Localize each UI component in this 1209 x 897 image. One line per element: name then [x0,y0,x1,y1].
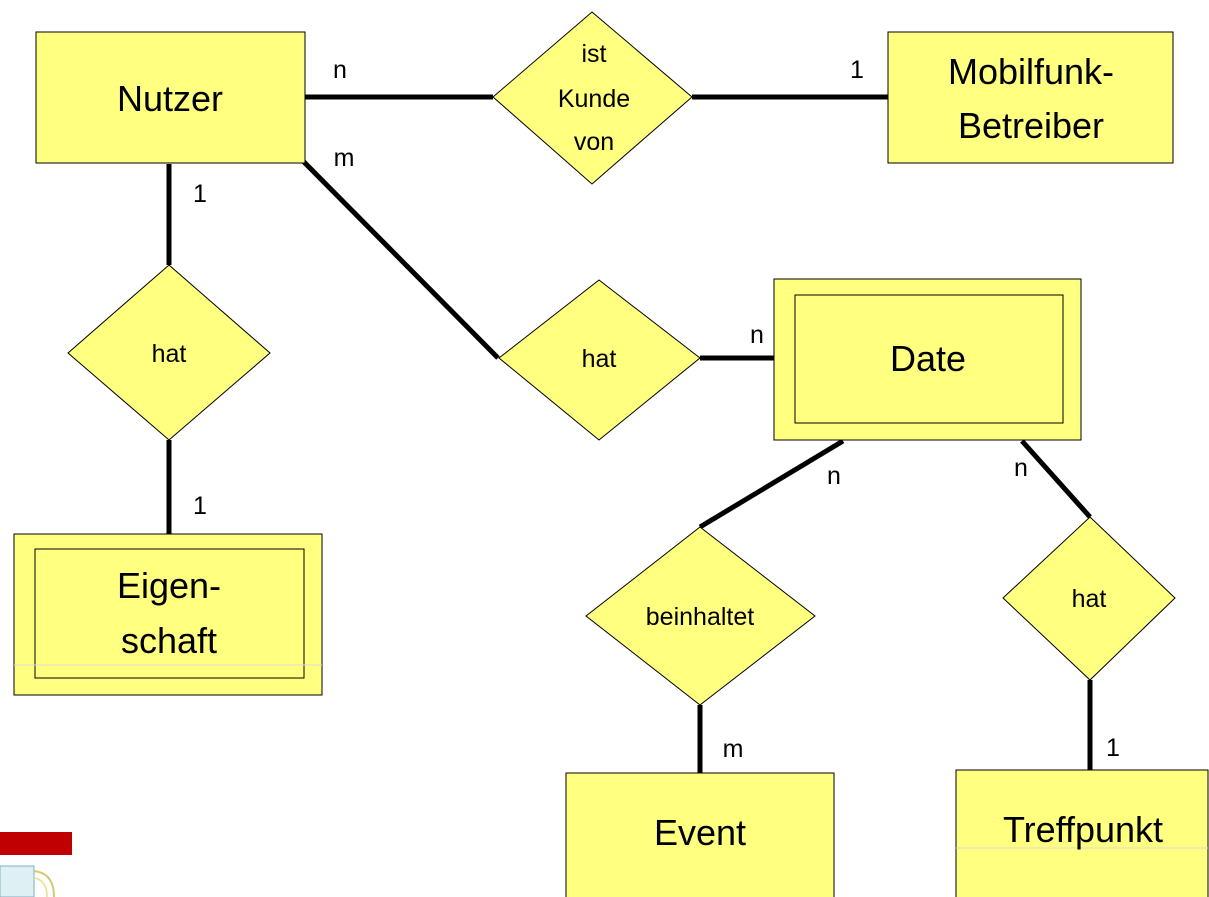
entity-eigenschaft-label-line1: Eigen- [117,565,221,606]
entity-nutzer: Nutzer [35,31,306,164]
rel-ist-kunde-line3: von [574,128,614,156]
line-date-hat-treffpunkt [1020,439,1092,519]
entity-mobilfunk-label-line1: Mobilfunk- [948,51,1114,92]
entity-date-label: Date [890,338,966,379]
card-nutzer-date: m [334,144,355,172]
red-accent-bar [0,832,72,855]
card-betreiber-kunde: 1 [850,56,864,84]
weak-entity-eigenschaft: Eigen- schaft [13,533,323,696]
rel-ist-kunde-line2: Kunde [558,85,630,113]
weak-entity-date: Date [773,278,1082,441]
card-nutzer-kunde: n [333,56,347,84]
card-event-beinhaltet: m [723,735,744,763]
relationship-hat-eigenschaft: hat [67,264,271,441]
entity-treffpunkt: Treffpunkt [955,769,1209,897]
entity-treffpunkt-label: Treffpunkt [1003,809,1163,850]
card-date-hat: n [750,321,764,349]
line-nutzer-hat-date [301,159,500,360]
entity-event: Event [565,772,835,897]
card-date-treffpunkt: n [1014,454,1028,482]
entity-nutzer-label: Nutzer [117,78,223,119]
rel-ist-kunde-line1: ist [582,40,607,68]
rel-hat-treffpunkt-label: hat [1072,585,1107,613]
card-date-event: n [827,462,841,490]
relationship-hat-date: hat [498,279,701,441]
card-nutzer-eigenschaft: 1 [193,180,207,208]
rel-hat-date-label: hat [582,345,617,373]
entity-eigenschaft-label-line2: schaft [121,620,217,661]
relationship-hat-treffpunkt: hat [1002,516,1176,681]
rel-hat-eigenschaft-label: hat [152,340,187,368]
line-date-beinhaltet [698,438,845,530]
card-treffpunkt-hat: 1 [1106,734,1120,762]
thumbnail-icon [0,865,55,897]
cardinality-labels: n 1 m n 1 1 n m n 1 [193,56,1120,763]
connector-lines [166,94,1093,773]
relationship-beinhaltet: beinhaltet [585,526,816,706]
entity-event-label: Event [654,812,746,853]
entity-mobilfunk-betreiber: Mobilfunk- Betreiber [887,31,1174,164]
card-eigenschaft-hat: 1 [193,492,207,520]
entity-mobilfunk-label-line2: Betreiber [958,105,1104,146]
relationship-ist-kunde-von: ist Kunde von [492,11,693,185]
rel-beinhaltet-label: beinhaltet [646,603,754,631]
